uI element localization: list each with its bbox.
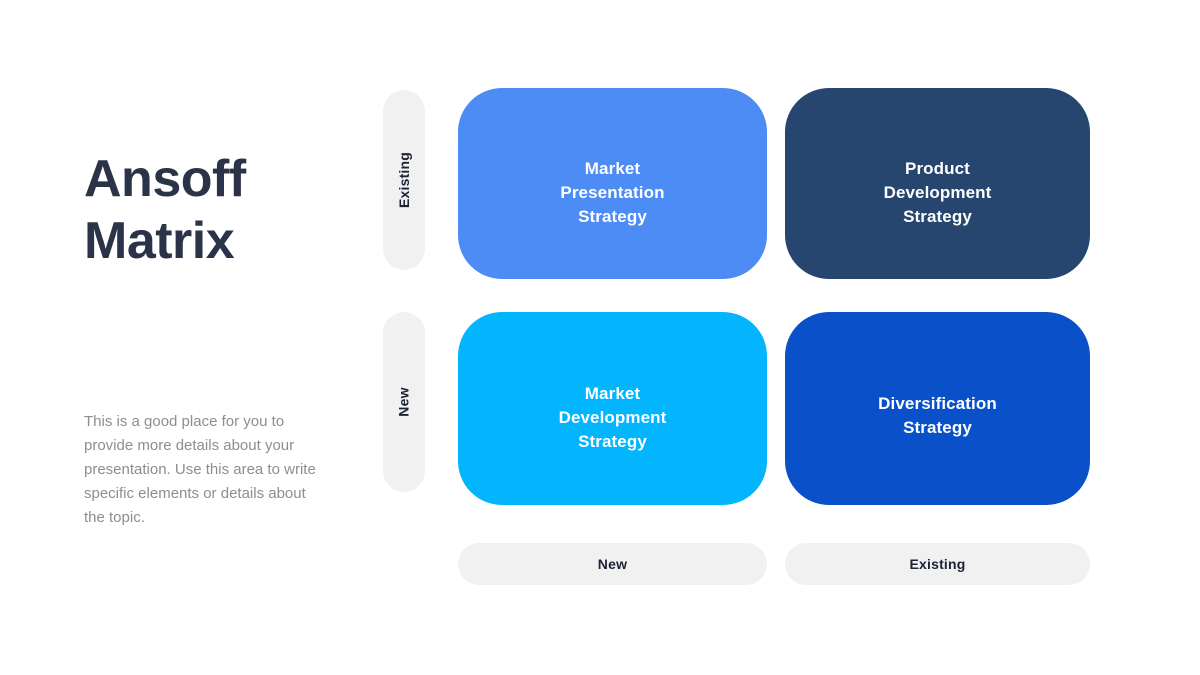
row-axis-label-existing-text: Existing — [396, 151, 412, 209]
quadrant-market-presentation-label: Market Presentation Strategy — [560, 158, 665, 226]
row-axis-label-new: New — [383, 312, 425, 492]
quadrant-product-development-label: Product Development Strategy — [883, 158, 992, 226]
row-axis-label-existing: Existing — [383, 90, 425, 270]
quadrant-diversification[interactable]: Diversification Strategy — [785, 312, 1090, 505]
row-axis-label-new-text: New — [395, 387, 412, 417]
column-axis-label-new-text: New — [597, 556, 628, 572]
quadrant-market-development[interactable]: Market Development Strategy — [458, 312, 767, 505]
quadrant-market-development-label: Market Development Strategy — [558, 383, 667, 451]
page-title: Ansoff Matrix — [84, 150, 246, 270]
quadrant-diversification-label: Diversification Strategy — [878, 393, 997, 437]
column-axis-label-new: New — [458, 543, 767, 585]
left-text-panel: Ansoff Matrix This is a good place for y… — [84, 0, 354, 675]
quadrant-product-development[interactable]: Product Development Strategy — [785, 88, 1090, 279]
quadrant-market-presentation[interactable]: Market Presentation Strategy — [458, 88, 767, 279]
intro-paragraph: This is a good place for you to provide … — [84, 413, 316, 526]
column-axis-label-existing: Existing — [785, 543, 1090, 585]
column-axis-label-existing-text: Existing — [909, 556, 966, 572]
